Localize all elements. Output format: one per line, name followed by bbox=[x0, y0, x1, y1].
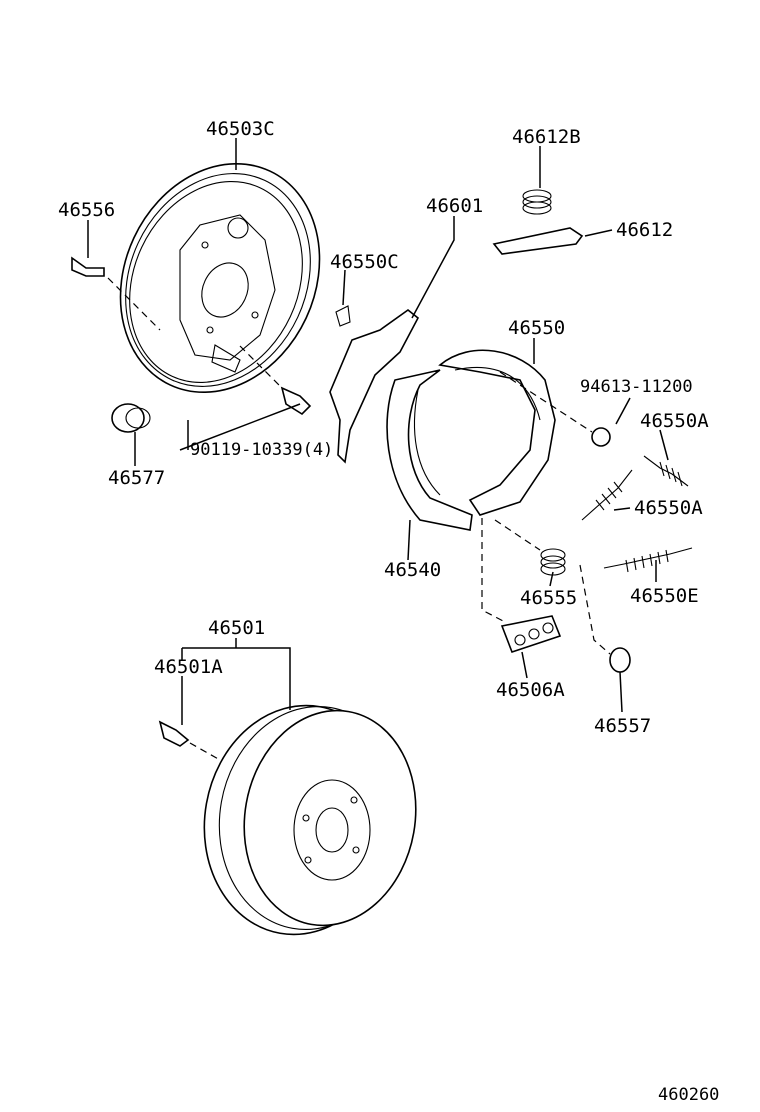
washer-94613 bbox=[499, 371, 611, 447]
plug-46577 bbox=[111, 403, 151, 433]
label-46601: 46601 bbox=[426, 195, 483, 217]
backing-plate bbox=[119, 162, 321, 394]
label-46555: 46555 bbox=[520, 587, 577, 609]
bolt-90119 bbox=[239, 345, 312, 416]
adjuster-46506A bbox=[481, 518, 562, 654]
clip-46550C bbox=[335, 305, 351, 327]
lever-46601 bbox=[329, 308, 420, 464]
retainer-46557 bbox=[579, 564, 631, 673]
brake-drum-46501 bbox=[203, 704, 417, 936]
spring-46550A-upper bbox=[643, 455, 689, 487]
label-46550A-upper: 46550A bbox=[640, 410, 709, 432]
spring-46555 bbox=[494, 519, 566, 576]
label-46612B: 46612B bbox=[512, 126, 581, 148]
label-46506A: 46506A bbox=[496, 679, 565, 701]
label-46550E: 46550E bbox=[630, 585, 699, 607]
figure-number: 460260 bbox=[658, 1085, 719, 1105]
label-46550: 46550 bbox=[508, 317, 565, 339]
label-46550A-lower: 46550A bbox=[634, 497, 703, 519]
label-46503C: 46503C bbox=[206, 118, 275, 140]
label-46501A: 46501A bbox=[154, 656, 223, 678]
label-46540: 46540 bbox=[384, 559, 441, 581]
bolt-46501A bbox=[158, 720, 221, 761]
label-90119-10339: 90119-10339(4) bbox=[190, 440, 333, 460]
spring-46550A-lower bbox=[581, 469, 633, 521]
label-46612: 46612 bbox=[616, 219, 673, 241]
label-46556: 46556 bbox=[58, 199, 115, 221]
label-46557: 46557 bbox=[594, 715, 651, 737]
brake-shoes bbox=[386, 349, 556, 531]
strut-46612 bbox=[492, 227, 584, 255]
label-46577: 46577 bbox=[108, 467, 165, 489]
label-46501: 46501 bbox=[208, 617, 265, 639]
leader-lines bbox=[87, 138, 669, 725]
label-94613-11200: 94613-11200 bbox=[580, 377, 693, 397]
bolt-46556 bbox=[71, 256, 161, 331]
spring-46550E bbox=[603, 547, 693, 573]
spring-46612B bbox=[522, 189, 552, 215]
part-labels: 46503C 46556 46550C 46601 46612B 46612 4… bbox=[58, 118, 719, 1105]
label-46550C: 46550C bbox=[330, 251, 399, 273]
